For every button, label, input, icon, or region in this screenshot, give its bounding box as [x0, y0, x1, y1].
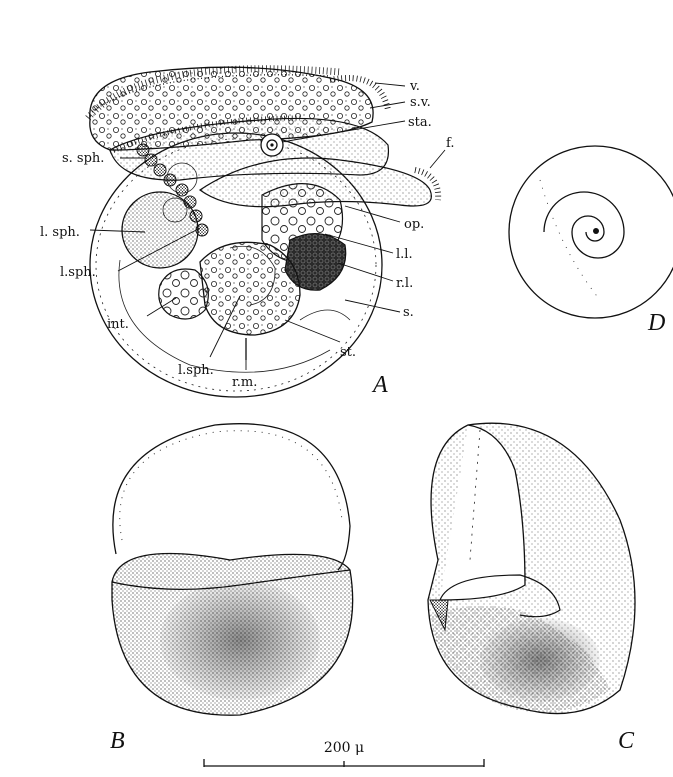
- figure-a-larva: v. s.v. sta. f. op. s. sph. l. sph. l.sp…: [40, 67, 454, 398]
- large-sphere: [122, 192, 198, 268]
- panel-label-c: C: [618, 728, 635, 754]
- label-op: op.: [404, 217, 424, 232]
- label-lsph-3: l.sph.: [178, 363, 214, 378]
- label-s: s.: [403, 305, 414, 320]
- label-int: int.: [107, 317, 129, 332]
- figure-b-shell-front: B: [110, 424, 353, 754]
- panel-label-b: B: [110, 728, 125, 754]
- label-rm: r.m.: [232, 375, 257, 390]
- label-f: f.: [446, 136, 454, 151]
- label-v: v.: [409, 79, 420, 94]
- panel-label-d: D: [647, 310, 665, 336]
- stomach: [200, 242, 300, 335]
- scale-bar: 200 μ: [204, 740, 484, 767]
- label-st: st.: [340, 345, 356, 360]
- panel-label-a: A: [371, 372, 388, 398]
- statocyst: [261, 134, 283, 156]
- label-sta: sta.: [408, 115, 432, 130]
- label-lsph-1: l. sph.: [40, 225, 80, 240]
- intestine: [159, 269, 209, 319]
- label-lsph-2: l.sph.: [60, 265, 96, 280]
- label-ssph: s. sph.: [62, 151, 104, 166]
- figure-d-shell-spiral: D: [509, 146, 673, 336]
- scale-bar-label: 200 μ: [324, 740, 364, 756]
- label-ll: l.l.: [396, 247, 413, 262]
- figure-c-shell-side: C: [428, 423, 635, 754]
- label-sv: s.v.: [410, 95, 431, 110]
- label-rl: r.l.: [396, 276, 413, 291]
